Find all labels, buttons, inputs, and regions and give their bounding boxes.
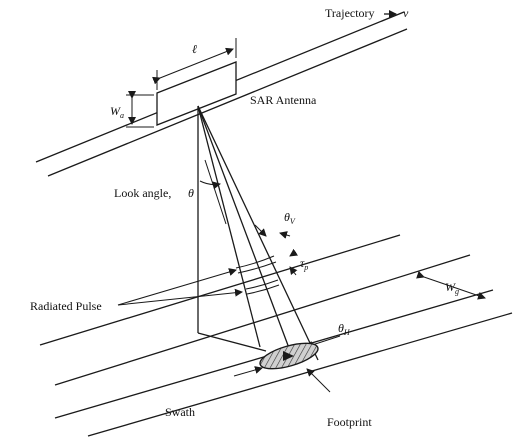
theta-v-label: θV (284, 210, 296, 226)
ground-line-2 (54, 254, 471, 386)
pulse-wave-1a (235, 255, 275, 269)
theta-v-arrow-right (279, 231, 291, 239)
swath-width-label: Wg (445, 280, 459, 296)
theta-h-label: θH (338, 321, 351, 337)
pulse-wave-2b (246, 284, 280, 295)
beam-edge-right (197, 105, 319, 361)
beam-edge-inner (197, 105, 290, 349)
footprint-center-arrow (283, 351, 294, 361)
velocity-label: v (403, 6, 409, 20)
pulse-pointer-1 (117, 268, 237, 306)
radiated-pulse-label: Radiated Pulse (30, 299, 102, 313)
tau-p-arrow-top (289, 248, 299, 257)
footprint-label: Footprint (327, 415, 372, 429)
tau-p-label: τp (300, 256, 308, 272)
ground-baseline (197, 332, 267, 352)
length-dimension-arrow (152, 47, 234, 85)
theta-v-arrow-left (254, 224, 267, 237)
pulse-wave-2a (245, 279, 279, 290)
antenna-width-label: Wa (110, 104, 124, 120)
swath-pointer (233, 366, 263, 377)
pulse-wave-1b (237, 261, 277, 274)
swath-label: Swath (165, 405, 195, 419)
swath-width-arrow (416, 270, 486, 300)
ground-line-4 (87, 312, 513, 437)
look-angle-symbol: θ (188, 186, 194, 200)
trajectory-line-lower (47, 28, 408, 177)
footprint-pointer (306, 368, 331, 393)
tau-p-arrow-bottom (289, 266, 298, 276)
antenna-length-label: ℓ (192, 42, 197, 56)
pulse-pointer-2 (117, 288, 243, 306)
beam-edge-left (197, 105, 261, 348)
trajectory-label: Trajectory (325, 6, 375, 20)
sar-antenna-label: SAR Antenna (250, 93, 317, 107)
ground-line-1 (39, 234, 401, 346)
look-angle-guide (204, 159, 227, 225)
look-angle-arc (199, 180, 221, 190)
look-angle-label: Look angle, (114, 186, 171, 200)
